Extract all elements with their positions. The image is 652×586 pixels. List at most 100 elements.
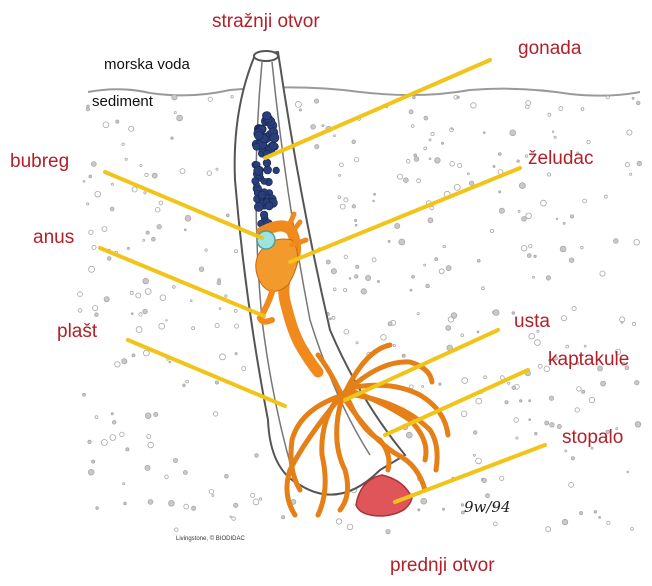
sediment-grain (546, 527, 551, 532)
sediment-grain (183, 384, 186, 387)
sediment-grain (220, 354, 226, 360)
gonad-grain (263, 112, 271, 120)
sediment-grain (129, 126, 134, 131)
sediment-grain (130, 291, 133, 294)
sediment-grain (508, 382, 510, 384)
sediment-grain (322, 125, 324, 127)
sediment-grain (185, 215, 191, 221)
sediment-grain (215, 381, 218, 384)
sediment-grain (512, 386, 516, 390)
sediment-grain (635, 381, 639, 385)
gonad-grain (261, 178, 267, 184)
sediment-grain (101, 440, 107, 446)
label-stomach: želudac (528, 149, 594, 168)
sediment-grain (556, 218, 558, 220)
sediment-grain (157, 225, 161, 229)
sediment-grain (521, 245, 527, 251)
sediment-grain (299, 109, 301, 111)
sediment-grain (120, 432, 125, 437)
sediment-grain (207, 171, 212, 176)
sediment-grain (428, 218, 433, 223)
sediment-grain (234, 309, 237, 312)
sediment-grain (443, 508, 445, 510)
sediment-grain (577, 387, 582, 392)
sediment-grain (493, 165, 495, 167)
sediment-grain (192, 506, 196, 510)
sediment-grain (418, 509, 420, 511)
sediment-grain (89, 175, 92, 178)
sediment-grain (414, 157, 419, 162)
sediment-grain (600, 271, 605, 276)
sediment-grain (374, 193, 376, 195)
sediment-grain (373, 200, 375, 202)
gonad-grain (270, 133, 279, 142)
sediment-grain (632, 322, 635, 325)
sediment-grain (169, 500, 175, 506)
sediment-grain (331, 269, 336, 274)
sediment-grain (630, 173, 632, 175)
sediment-grain (498, 153, 501, 156)
sediment-grain (448, 317, 453, 322)
sediment-grain (96, 507, 99, 510)
sediment-grain (601, 381, 606, 386)
sediment-grain (209, 490, 213, 494)
sediment-grain (165, 475, 169, 479)
sediment-grain (145, 413, 151, 419)
sediment-grain (424, 147, 427, 150)
sediment-grain (636, 101, 640, 105)
sediment-grain (159, 323, 165, 329)
sediment-grain (259, 498, 261, 500)
sediment-grain (381, 335, 387, 341)
sediment-grain (344, 255, 347, 258)
sediment-grain (399, 239, 405, 245)
gonad-grain (269, 142, 277, 150)
sediment-grain (354, 275, 358, 279)
sediment-grain (417, 313, 419, 315)
sediment-grain (473, 454, 475, 456)
sediment-grain (529, 244, 532, 247)
sediment-grain (395, 223, 400, 228)
sediment-grain (529, 333, 535, 339)
sediment-grain (538, 364, 542, 368)
sediment-grain (183, 471, 187, 475)
sediment-grain (566, 345, 569, 348)
sediment-grain (562, 519, 568, 525)
sediment-grain (89, 266, 95, 272)
sediment-grain (102, 227, 107, 232)
sediment-grain (594, 511, 597, 514)
sediment-grain (339, 174, 341, 176)
sediment-grain (435, 158, 441, 164)
sediment-grain (446, 266, 451, 271)
label-kidney: bubreg (10, 152, 69, 171)
sediment-grain (78, 309, 82, 313)
sediment-grain (184, 229, 186, 231)
sediment-grain (431, 132, 434, 135)
sediment-grain (212, 495, 214, 497)
sediment-grain (116, 120, 119, 123)
sediment-grain (443, 245, 445, 247)
sediment-grain (493, 310, 499, 316)
sediment-grain (575, 408, 579, 412)
sediment-grain (126, 448, 129, 451)
sediment-grain (103, 122, 109, 128)
sediment-grain (338, 196, 341, 199)
sediment-grain (155, 207, 160, 212)
sediment-grain (499, 191, 501, 193)
sediment-grain (635, 422, 641, 428)
sediment-grain (409, 110, 413, 114)
sediment-grain (152, 173, 157, 178)
shell-posterior-aperture (254, 51, 278, 61)
sediment-grain (154, 412, 158, 416)
label-gonad: gonada (518, 39, 581, 58)
sediment-grain (411, 125, 414, 128)
sediment-grain (231, 96, 233, 98)
sediment-grain (311, 125, 316, 130)
sediment-grain (584, 345, 586, 347)
sediment-grain (546, 276, 550, 280)
sediment-grain (91, 162, 96, 167)
sediment-grain (549, 396, 553, 400)
sediment-grain (295, 101, 301, 107)
sediment-grain (607, 521, 610, 524)
sediment-grain (450, 162, 455, 167)
